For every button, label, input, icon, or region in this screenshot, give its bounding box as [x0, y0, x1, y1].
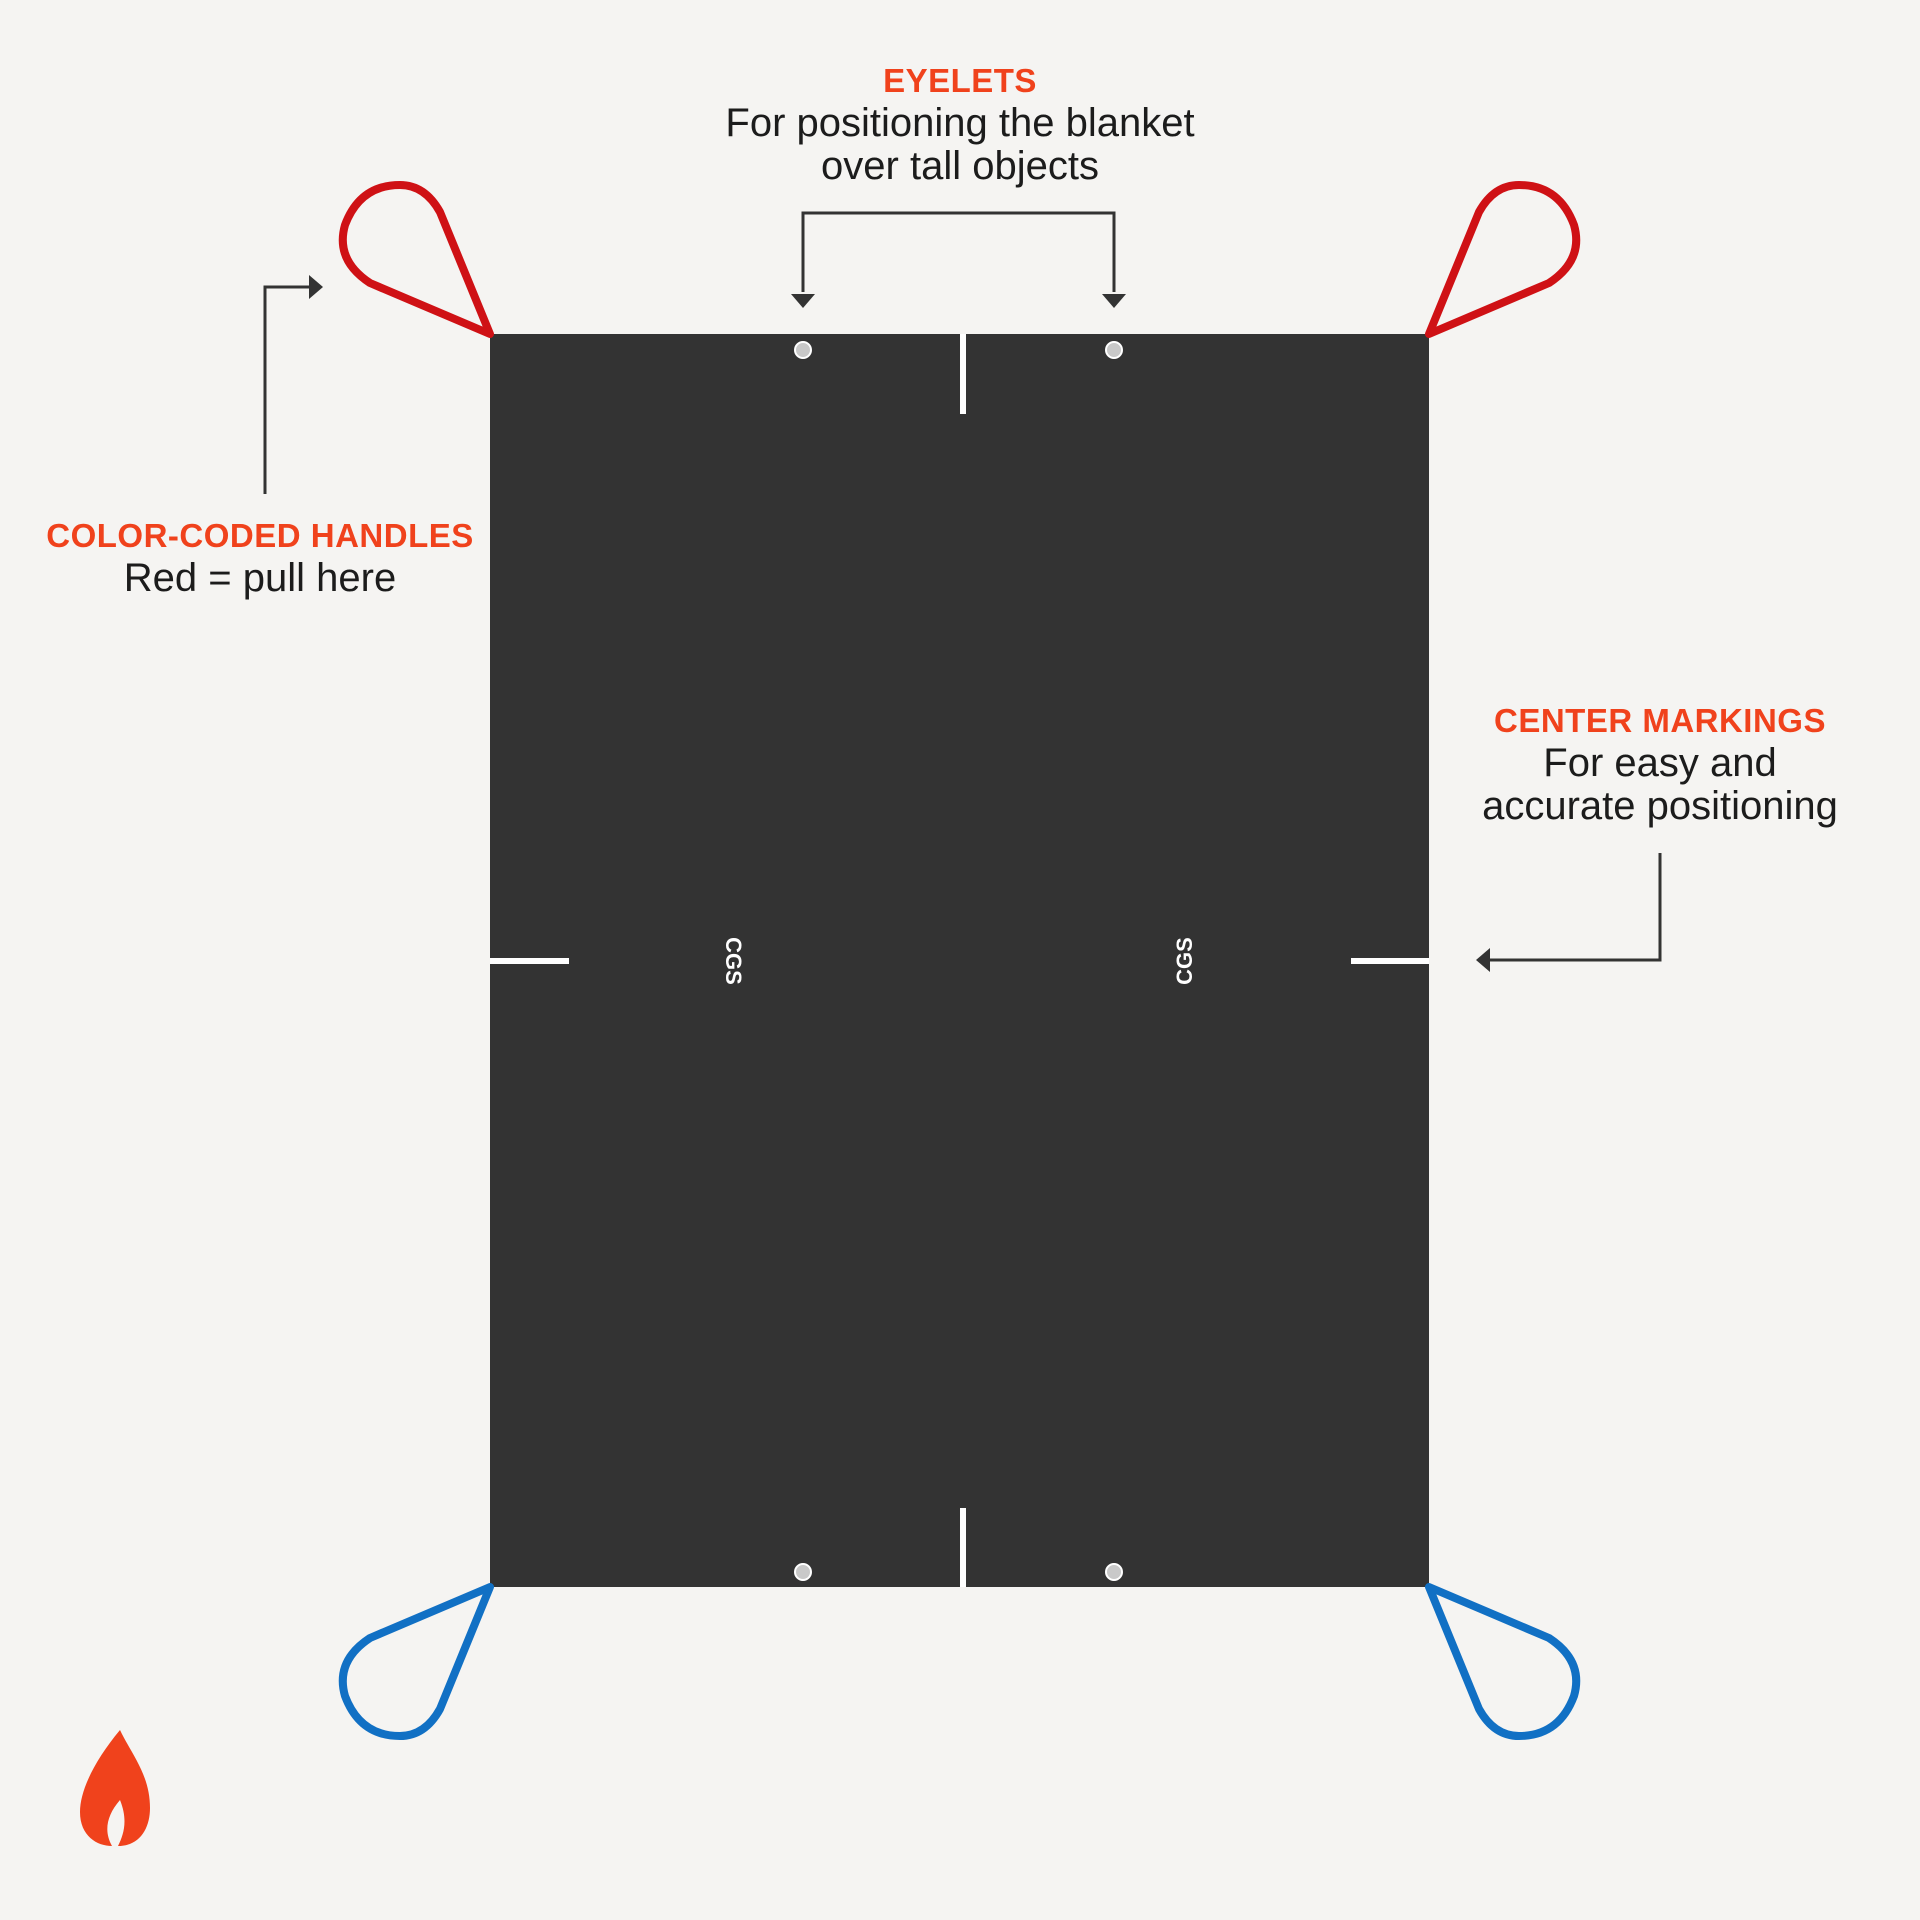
center-markings-callout: CENTER MARKINGS For easy and accurate po…: [1430, 700, 1890, 828]
eyelets-heading: EYELETS: [883, 62, 1037, 99]
brand-mark-right: CGS: [1172, 937, 1197, 985]
handle-red-top-right: [1425, 181, 1581, 338]
handles-leader-arrow: [263, 275, 323, 494]
eyelet: [1105, 341, 1123, 359]
handle-red-top-left: [338, 181, 494, 338]
flame-icon: [80, 1730, 150, 1846]
eyelets-description-line: over tall objects: [821, 144, 1099, 188]
brand-mark-left: CGS: [721, 937, 746, 985]
eyelet: [1105, 1563, 1123, 1581]
center-markings-heading: CENTER MARKINGS: [1493, 702, 1826, 739]
center-markings-leader-arrow: [1476, 853, 1662, 972]
handle-blue-bottom-right: [1425, 1583, 1581, 1740]
eyelets-description-line: For positioning the blanket: [725, 101, 1195, 145]
eyelet: [794, 341, 812, 359]
handle-blue-bottom-left: [338, 1583, 494, 1740]
eyelets-leader-arrow: [791, 211, 1126, 308]
handles-callout: COLOR-CODED HANDLES Red = pull here: [20, 515, 500, 600]
handles-description-line: Red = pull here: [123, 556, 397, 600]
fire-blanket: [490, 334, 1429, 1587]
center-markings-description-line: accurate positioning: [1482, 784, 1838, 828]
center-markings-description-line: For easy and: [1543, 741, 1777, 785]
eyelet: [794, 1563, 812, 1581]
eyelets-callout: EYELETS For positioning the blanket over…: [660, 60, 1260, 188]
handles-heading: COLOR-CODED HANDLES: [46, 517, 474, 554]
